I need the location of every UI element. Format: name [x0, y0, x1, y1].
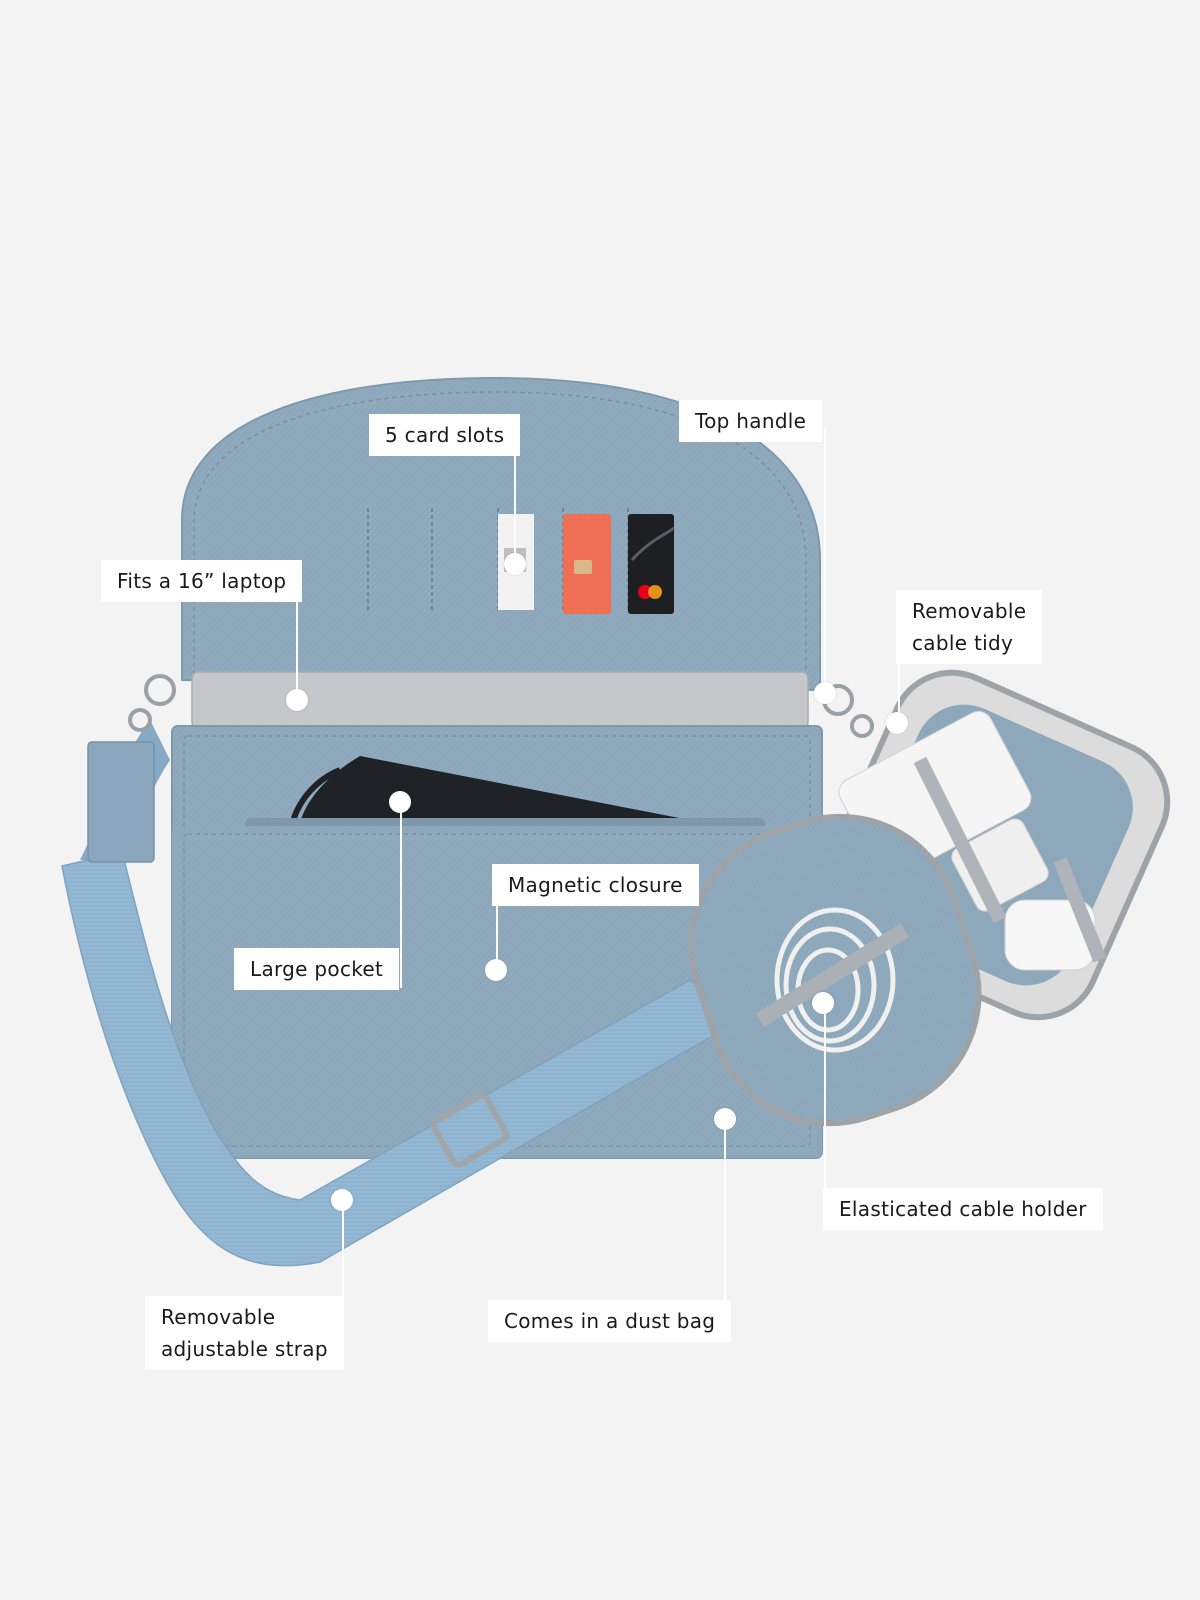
- strap: [61, 851, 742, 1267]
- cable-holder-lid: [688, 813, 982, 1127]
- callout-strap-line2: adjustable strap: [161, 1337, 328, 1361]
- callout-laptop: Fits a 16” laptop: [101, 560, 303, 602]
- leader-cable-holder: [824, 1012, 826, 1188]
- card-black: [628, 514, 674, 614]
- marker-pocket: [389, 791, 411, 813]
- strap-upper: [87, 741, 155, 863]
- marker-card-slots: [504, 553, 526, 575]
- marker-top-handle: [814, 682, 836, 704]
- leader-cable-tidy: [898, 656, 900, 722]
- callout-cable-holder: Elasticated cable holder: [823, 1188, 1103, 1230]
- callout-magnetic-text: Magnetic closure: [508, 873, 683, 897]
- callout-laptop-text: Fits a 16” laptop: [117, 569, 287, 593]
- leader-magnetic: [496, 902, 498, 970]
- strap-clips: [128, 674, 874, 738]
- callout-dust-bag: Comes in a dust bag: [488, 1300, 732, 1342]
- callout-cable-tidy-line2: cable tidy: [912, 631, 1014, 655]
- leader-dust-bag: [724, 1120, 726, 1308]
- callout-card-slots: 5 card slots: [369, 414, 521, 456]
- callout-strap: Removable adjustable strap: [145, 1296, 344, 1370]
- callout-magnetic: Magnetic closure: [492, 864, 699, 906]
- callout-dust-bag-text: Comes in a dust bag: [504, 1309, 716, 1333]
- callout-cable-tidy-line1: Removable: [912, 599, 1027, 623]
- callout-cable-holder-text: Elasticated cable holder: [839, 1197, 1087, 1221]
- callout-top-handle: Top handle: [679, 400, 823, 442]
- callout-cable-tidy: Removable cable tidy: [896, 590, 1043, 664]
- marker-cable-holder: [812, 992, 834, 1014]
- marker-magnetic: [485, 959, 507, 981]
- laptop: [191, 671, 809, 729]
- callout-strap-line1: Removable: [161, 1305, 276, 1329]
- leader-card-slots: [514, 454, 516, 564]
- strap-buckle: [430, 1092, 510, 1168]
- callout-pocket-text: Large pocket: [250, 957, 384, 981]
- leader-top-handle: [824, 428, 826, 686]
- callout-card-slots-text: 5 card slots: [385, 423, 505, 447]
- mastercard-icon: [638, 585, 652, 599]
- marker-strap: [331, 1189, 353, 1211]
- leader-laptop: [296, 600, 298, 698]
- leader-pocket: [400, 802, 402, 988]
- marker-laptop: [286, 689, 308, 711]
- marker-dust-bag: [714, 1108, 736, 1130]
- leader-strap: [342, 1200, 344, 1304]
- callout-pocket: Large pocket: [234, 948, 400, 990]
- card-chip-icon: [574, 560, 592, 574]
- marker-cable-tidy: [886, 712, 908, 734]
- callout-top-handle-text: Top handle: [695, 409, 807, 433]
